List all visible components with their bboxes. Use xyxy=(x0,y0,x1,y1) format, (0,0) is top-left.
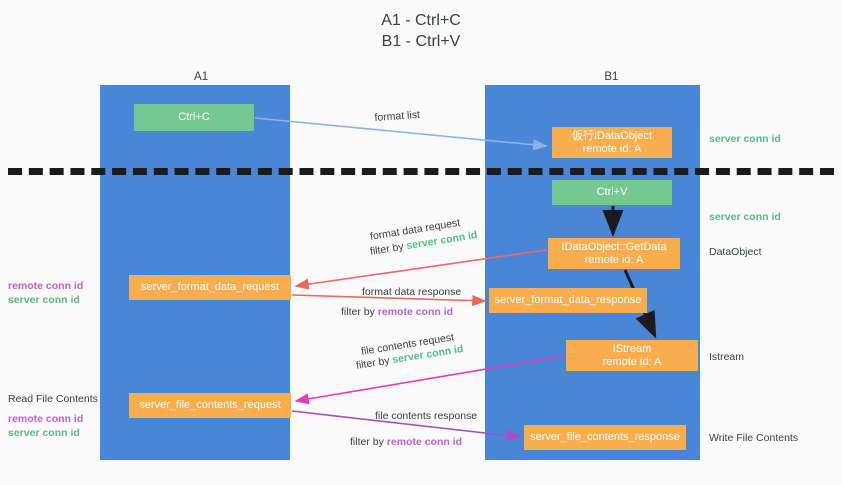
node-server-file-contents-response[interactable]: server_file_contents_response xyxy=(524,425,686,450)
annotation-dataobject: DataObject xyxy=(709,246,762,258)
node-ctrl-v[interactable]: Ctrl+V xyxy=(552,180,672,205)
annotation-remote-conn-id: remote conn id xyxy=(8,280,84,292)
arrow-file-contents-response xyxy=(291,410,522,442)
annotation-conn-ids-bottom: remote conn id server conn id xyxy=(8,412,83,440)
node-server-file-contents-request[interactable]: server_file_contents_request xyxy=(129,393,291,418)
annotation-istream: Istream xyxy=(709,351,745,363)
node-ctrl-c[interactable]: Ctrl+C xyxy=(134,104,254,131)
edge-label-file-contents-response: file contents response xyxy=(375,410,478,422)
filter-prefix: filter by xyxy=(350,436,387,448)
edge-label-format-data-response: format data response xyxy=(362,286,462,298)
edge-label-format-data-response-filter: filter by remote conn id xyxy=(341,305,453,319)
arrow-format-list xyxy=(254,117,548,151)
edge-label-file-contents-response-filter: filter by remote conn id xyxy=(350,435,462,449)
lane-a1-name: A1 xyxy=(194,71,209,83)
annotation-server-conn-id: server conn id xyxy=(8,294,80,306)
annotation-server-conn-id: server conn id xyxy=(8,427,80,439)
phase-divider xyxy=(8,168,834,175)
node-idataobject-getdata[interactable]: IDataObject::GetData remote id: A xyxy=(548,238,680,269)
annotation-server-conn-id-mid: server conn id xyxy=(709,211,781,223)
filter-value-remote-conn-id: remote conn id xyxy=(386,436,463,448)
filter-prefix: filter by xyxy=(341,306,378,318)
annotation-remote-conn-id: remote conn id xyxy=(8,413,84,425)
arrow-file-contents-request xyxy=(294,355,565,405)
node-istream[interactable]: IStream remote id: A xyxy=(566,340,698,371)
node-server-format-data-response[interactable]: server_format_data_response xyxy=(489,288,647,313)
node-idataobject[interactable]: 仮行IDataObject remote id: A xyxy=(552,127,672,158)
annotation-read-file-contents: Read File Contents xyxy=(8,393,98,405)
node-server-format-data-request[interactable]: server_format_data_request xyxy=(129,275,291,300)
arrow-format-data-request xyxy=(294,249,547,290)
annotation-write-file-contents: Write File Contents xyxy=(709,432,799,444)
annotation-conn-ids-mid: remote conn id server conn id xyxy=(8,279,83,307)
page-title: A1 - Ctrl+C B1 - Ctrl+V xyxy=(381,12,461,50)
annotation-server-conn-id-top: server conn id xyxy=(709,133,781,145)
arrow-format-data-response xyxy=(291,294,487,307)
lane-b1-name: B1 xyxy=(604,71,619,83)
filter-value-remote-conn-id: remote conn id xyxy=(377,306,454,318)
